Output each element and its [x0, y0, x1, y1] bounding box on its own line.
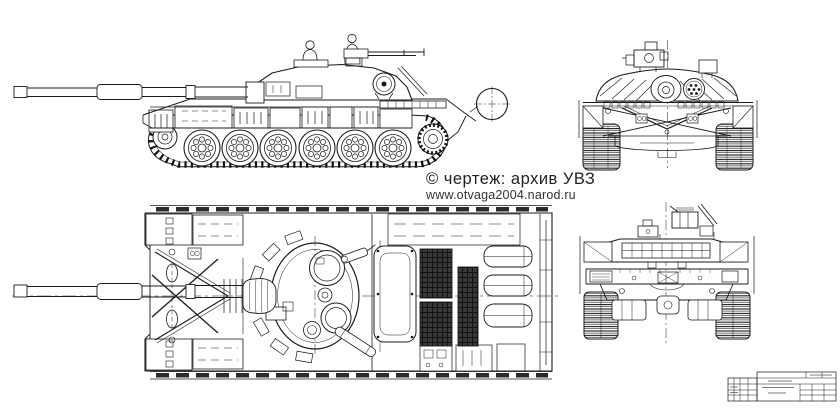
tank-front-view-drawing: [578, 40, 758, 171]
drawing-title-block: [727, 371, 837, 402]
tank-rear-view-drawing: [579, 202, 755, 346]
copyright-text: © чертеж: архив УВЗ: [426, 170, 596, 188]
watermark-url: www.otvaga2004.narod.ru: [426, 188, 576, 202]
tank-top-view-drawing: [12, 205, 560, 380]
tank-side-view-drawing: [13, 33, 510, 168]
